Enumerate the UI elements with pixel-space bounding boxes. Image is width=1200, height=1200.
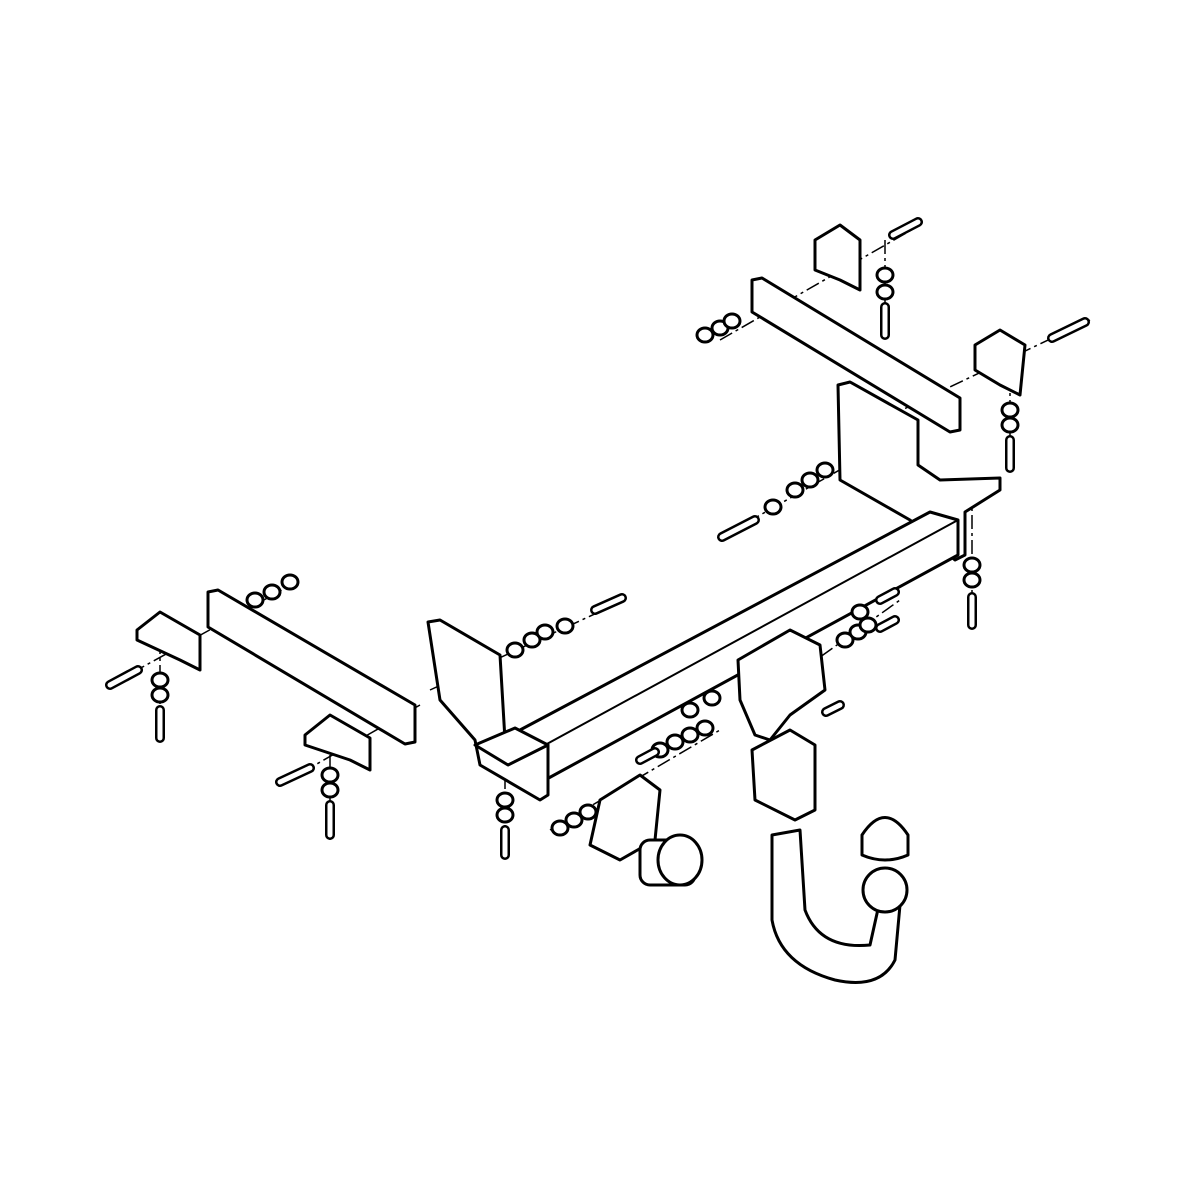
tow-ball-cover <box>860 816 910 862</box>
washer <box>320 766 340 784</box>
washer <box>835 631 855 649</box>
washer <box>680 701 700 719</box>
washer <box>695 719 715 737</box>
washer <box>320 781 340 799</box>
bolt-shank <box>107 667 141 688</box>
bolt-shank <box>890 219 921 238</box>
bolt-shank <box>719 517 758 540</box>
washer <box>702 689 722 707</box>
washer <box>680 726 700 744</box>
washer <box>875 266 895 284</box>
bolt-shank <box>823 702 843 715</box>
washer <box>535 623 555 641</box>
electrical-socket <box>638 833 704 887</box>
washer <box>722 312 742 330</box>
left-flat-bar <box>206 588 417 746</box>
washer <box>280 573 300 591</box>
washer <box>555 617 575 635</box>
washer <box>245 591 265 609</box>
washer <box>505 641 525 659</box>
washer <box>962 556 982 574</box>
ball-mount-plate <box>736 628 827 742</box>
washer <box>815 461 835 479</box>
right-side-plate <box>836 380 1002 562</box>
washer <box>1000 401 1020 419</box>
bolt-shank <box>277 765 313 785</box>
bolt-shank <box>877 617 898 631</box>
washer <box>262 583 282 601</box>
washer <box>1000 416 1020 434</box>
washer <box>962 571 982 589</box>
washer <box>150 671 170 689</box>
washer <box>495 791 515 809</box>
tow-ball <box>861 866 909 914</box>
right-flat-bar <box>750 276 962 434</box>
bolt-shank <box>877 589 898 603</box>
socket-cap <box>656 833 704 887</box>
main-crossbar <box>518 510 960 782</box>
bolt-shank <box>1049 319 1088 341</box>
washer <box>763 498 783 516</box>
washer <box>785 481 805 499</box>
center-line <box>719 224 921 341</box>
bolt-shank <box>592 595 625 613</box>
angle-bracket <box>303 713 372 772</box>
left-mount-foot <box>473 726 550 767</box>
washer <box>800 471 820 489</box>
tow-ball-neck <box>770 828 902 984</box>
bolt-shank <box>637 749 658 763</box>
ball-receiver <box>750 728 817 822</box>
washer <box>495 806 515 824</box>
angle-bracket <box>973 328 1027 397</box>
angle-brackets <box>135 223 1027 772</box>
washers-and-nuts <box>150 266 1020 837</box>
washer <box>665 733 685 751</box>
washer <box>850 603 870 621</box>
washer <box>150 686 170 704</box>
washer <box>875 283 895 301</box>
washer <box>564 811 584 829</box>
angle-bracket <box>813 223 862 292</box>
angle-bracket <box>135 610 202 672</box>
washer <box>522 631 542 649</box>
washer <box>578 803 598 821</box>
crossbar-edge <box>544 519 959 746</box>
washer <box>550 819 570 837</box>
washer <box>695 326 715 344</box>
bolts <box>105 217 1090 860</box>
